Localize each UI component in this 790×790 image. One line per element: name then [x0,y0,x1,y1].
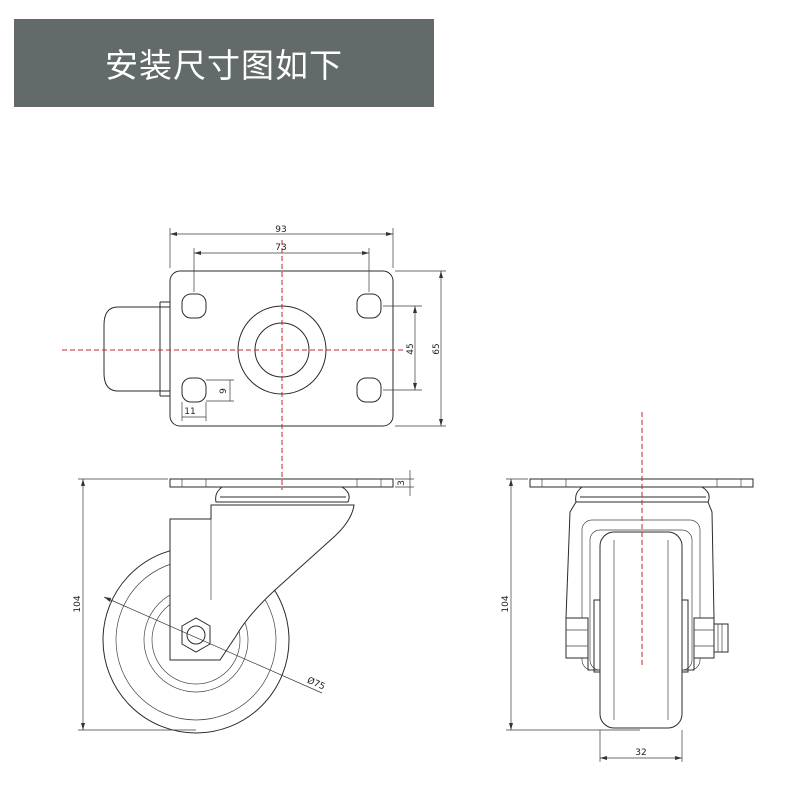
dim-diameter: Ø75 [305,675,326,693]
top-view: 93 73 45 65 9 11 [62,225,446,488]
title-banner: 安装尺寸图如下 [14,19,434,107]
diameter-leader [103,596,323,694]
slot-tl [181,293,207,319]
dim-11: 11 [184,407,195,417]
front-view: 104 32 [501,412,754,762]
slot-br [356,377,382,403]
dim-104-side: 104 [73,595,83,612]
slot-tr [356,293,382,319]
side-view: 3 104 Ø75 [73,440,414,734]
dim-73: 73 [275,243,286,253]
banner-title: 安装尺寸图如下 [105,46,343,85]
dim-65: 65 [432,343,442,354]
dim-45: 45 [406,343,416,354]
front-axle-bolt [713,623,729,653]
front-wheel [599,531,683,729]
side-bearing [215,486,350,503]
dim-93: 93 [275,225,286,235]
dim-9: 9 [219,388,229,394]
dim-104-front: 104 [501,595,511,612]
dim-3: 3 [397,480,407,486]
side-axle-nut [181,617,211,653]
slot-bl [181,377,207,403]
dim-32: 32 [635,748,646,758]
side-fork [169,504,355,661]
front-axle-nut-left [565,617,589,659]
front-axle-nut-right [693,617,715,659]
top-body [103,306,170,392]
